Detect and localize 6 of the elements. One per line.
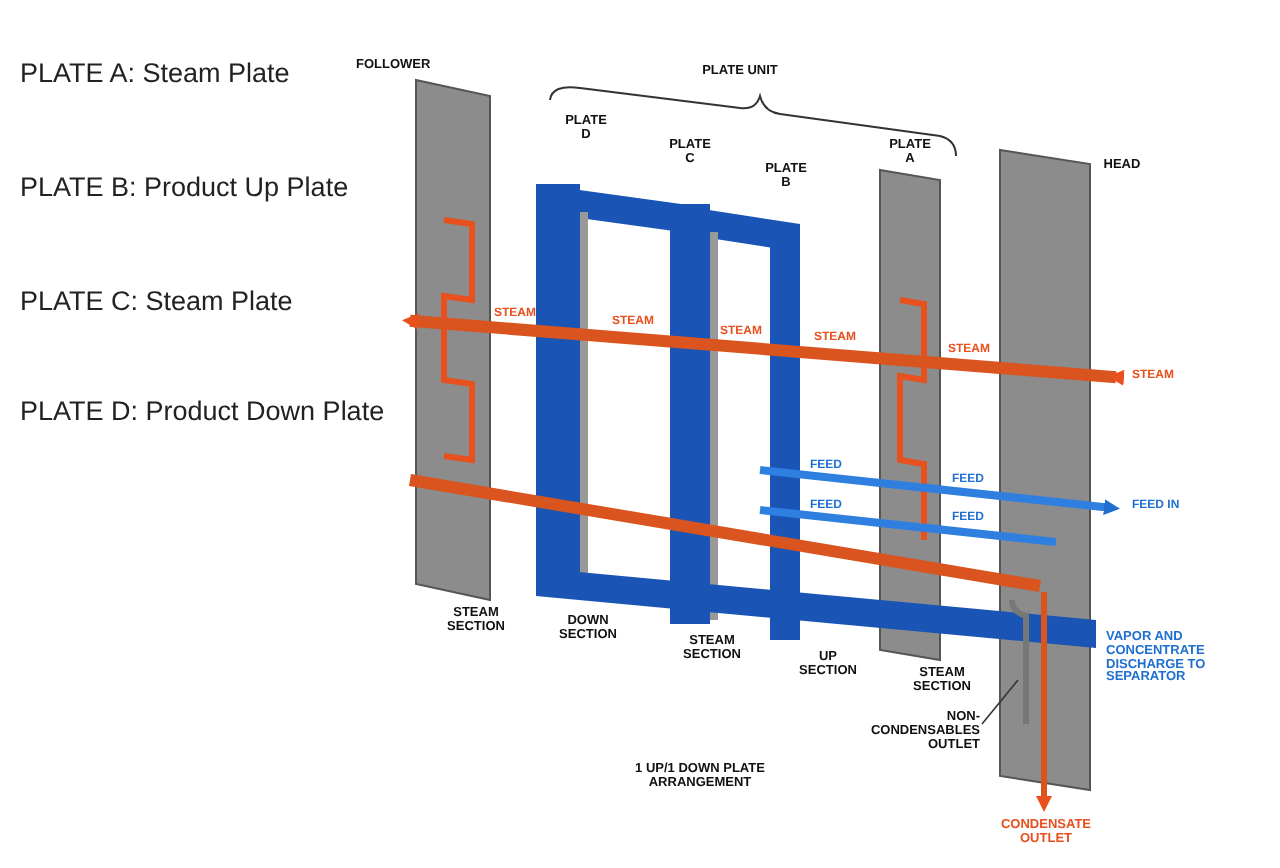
vent-pipe-drawing (1006, 600, 1034, 724)
plate-description: PLATE B: Product Up Plate (20, 174, 349, 203)
leader-line (981, 679, 1019, 725)
plate-description: PLATE C: Steam Plate (20, 288, 293, 317)
plate-description: PLATE A: Steam Plate (20, 60, 290, 89)
plate-description: PLATE D: Product Down Plate (20, 398, 385, 427)
